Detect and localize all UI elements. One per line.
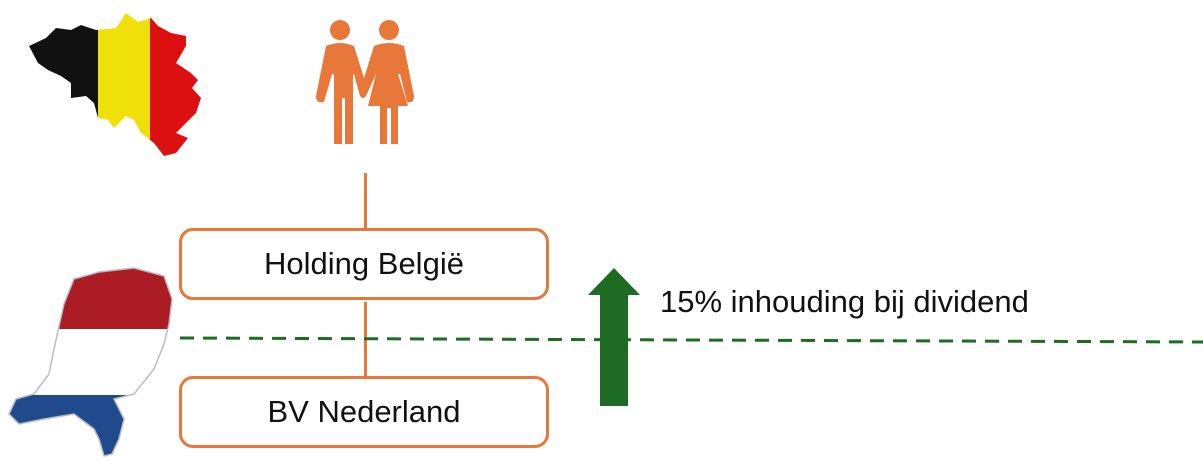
connector-shareholders-holding xyxy=(364,173,367,229)
withholding-tax-note: 15% inhouding bij dividend xyxy=(660,284,1029,319)
couple-icon xyxy=(316,20,414,144)
netherlands-flag-map-icon xyxy=(8,267,173,457)
holding-belgie-box: Holding België xyxy=(179,228,549,300)
up-arrow-icon xyxy=(588,268,640,406)
bv-nederland-label: BV Nederland xyxy=(267,394,461,429)
bv-nederland-box: BV Nederland xyxy=(179,376,549,448)
belgium-flag-map-icon xyxy=(29,13,201,156)
holding-belgie-label: Holding België xyxy=(264,246,464,281)
